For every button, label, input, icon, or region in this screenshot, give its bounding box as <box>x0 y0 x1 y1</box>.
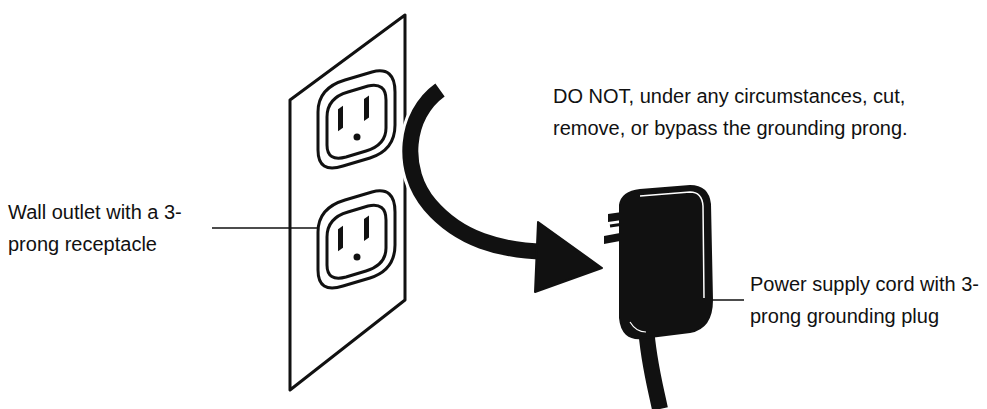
wall-plate <box>290 15 405 390</box>
part-label: Power supply cord with 3-prong grounding… <box>750 268 982 332</box>
warning-note: DO NOT, under any circumstances, cut, re… <box>553 80 948 144</box>
leader-line <box>712 299 744 301</box>
leader-line <box>212 227 318 229</box>
receptacle <box>318 191 395 288</box>
receptacle <box>318 71 395 168</box>
part-label: Wall outlet with a 3-prong receptacle <box>8 196 210 260</box>
plug-illustration <box>604 186 712 409</box>
